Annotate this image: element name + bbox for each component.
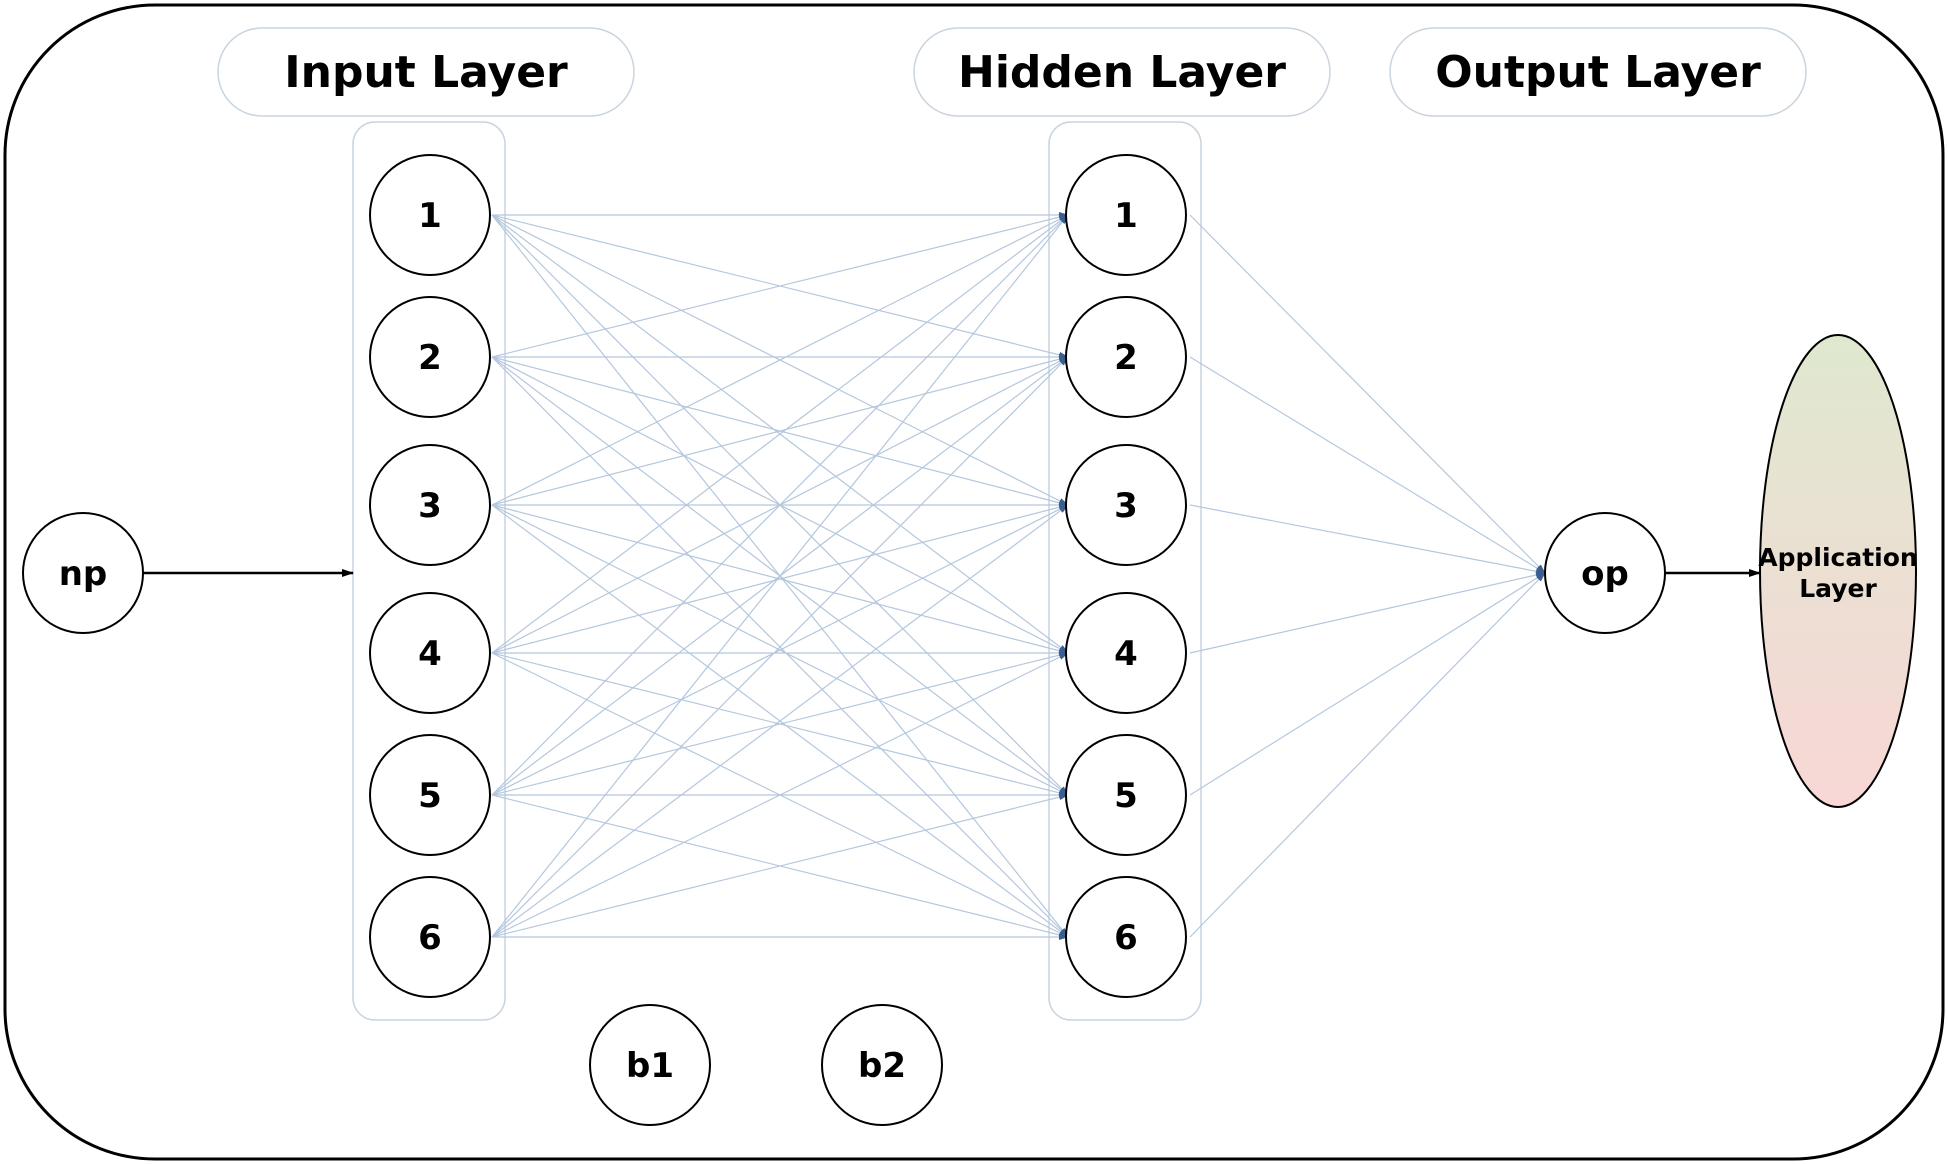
svg-text:1: 1 bbox=[1114, 196, 1138, 236]
svg-text:5: 5 bbox=[418, 776, 442, 816]
diagram-frame bbox=[3, 3, 1945, 1161]
connection-lines bbox=[491, 212, 1546, 940]
hidden-output-connection bbox=[1189, 572, 1546, 654]
application-layer: Application Layer bbox=[1758, 334, 1918, 808]
svg-text:1: 1 bbox=[418, 196, 442, 236]
bias-node-b1: b1 bbox=[589, 1004, 711, 1126]
input-neuron: 6 bbox=[369, 876, 491, 998]
input-hidden-connection bbox=[491, 356, 1069, 938]
hidden-output-connection bbox=[1189, 572, 1546, 938]
hidden-neuron: 6 bbox=[1065, 876, 1187, 998]
input-node-np: np bbox=[22, 512, 144, 634]
svg-text:np: np bbox=[59, 554, 108, 594]
input-neuron: 5 bbox=[369, 734, 491, 856]
input-hidden-connection bbox=[491, 652, 1069, 796]
input-hidden-connection bbox=[491, 214, 1069, 506]
hidden-neuron: 1 bbox=[1065, 154, 1187, 276]
svg-text:3: 3 bbox=[1114, 486, 1138, 526]
hidden-neuron: 5 bbox=[1065, 734, 1187, 856]
hidden-output-connection bbox=[1189, 356, 1546, 574]
svg-text:2: 2 bbox=[418, 338, 442, 378]
output-node-op: op bbox=[1544, 512, 1666, 634]
svg-text:6: 6 bbox=[418, 918, 442, 958]
svg-text:5: 5 bbox=[1114, 776, 1138, 816]
input-hidden-connection bbox=[491, 794, 1069, 938]
input-neuron: 2 bbox=[369, 296, 491, 418]
input-hidden-connection bbox=[491, 504, 1069, 938]
svg-text:6: 6 bbox=[1114, 918, 1138, 958]
svg-text:4: 4 bbox=[418, 634, 442, 674]
input-layer-title: Input Layer bbox=[217, 27, 635, 117]
svg-text:b2: b2 bbox=[858, 1046, 906, 1086]
svg-text:Output Layer: Output Layer bbox=[1435, 47, 1761, 98]
input-neuron: 4 bbox=[369, 592, 491, 714]
input-hidden-connection bbox=[491, 214, 1069, 654]
svg-text:Layer: Layer bbox=[1799, 574, 1877, 603]
input-neuron: 3 bbox=[369, 444, 491, 566]
svg-text:op: op bbox=[1581, 554, 1629, 594]
hidden-output-connection bbox=[1189, 214, 1546, 574]
hidden-neuron: 4 bbox=[1065, 592, 1187, 714]
input-hidden-connection bbox=[491, 214, 1069, 358]
svg-text:4: 4 bbox=[1114, 634, 1138, 674]
output-layer-title: Output Layer bbox=[1389, 27, 1807, 117]
svg-text:Application: Application bbox=[1758, 543, 1917, 572]
hidden-neuron: 3 bbox=[1065, 444, 1187, 566]
hidden-layer-container bbox=[1048, 121, 1202, 1021]
input-hidden-connection bbox=[491, 214, 1069, 938]
hidden-output-connection bbox=[1189, 504, 1546, 575]
input-hidden-connection bbox=[491, 652, 1069, 938]
input-hidden-connection bbox=[491, 356, 1069, 506]
hidden-neuron: 2 bbox=[1065, 296, 1187, 418]
hidden-layer-title: Hidden Layer bbox=[913, 27, 1331, 117]
svg-text:Hidden Layer: Hidden Layer bbox=[958, 47, 1286, 98]
input-hidden-connection bbox=[491, 504, 1069, 796]
hidden-output-connection bbox=[1189, 572, 1546, 796]
input-hidden-connection bbox=[491, 504, 1069, 654]
svg-text:2: 2 bbox=[1114, 338, 1138, 378]
bias-node-b2: b2 bbox=[821, 1004, 943, 1126]
svg-text:Input Layer: Input Layer bbox=[284, 47, 568, 98]
svg-text:b1: b1 bbox=[626, 1046, 674, 1086]
input-hidden-connection bbox=[491, 214, 1069, 796]
input-neuron: 1 bbox=[369, 154, 491, 276]
svg-text:3: 3 bbox=[418, 486, 442, 526]
